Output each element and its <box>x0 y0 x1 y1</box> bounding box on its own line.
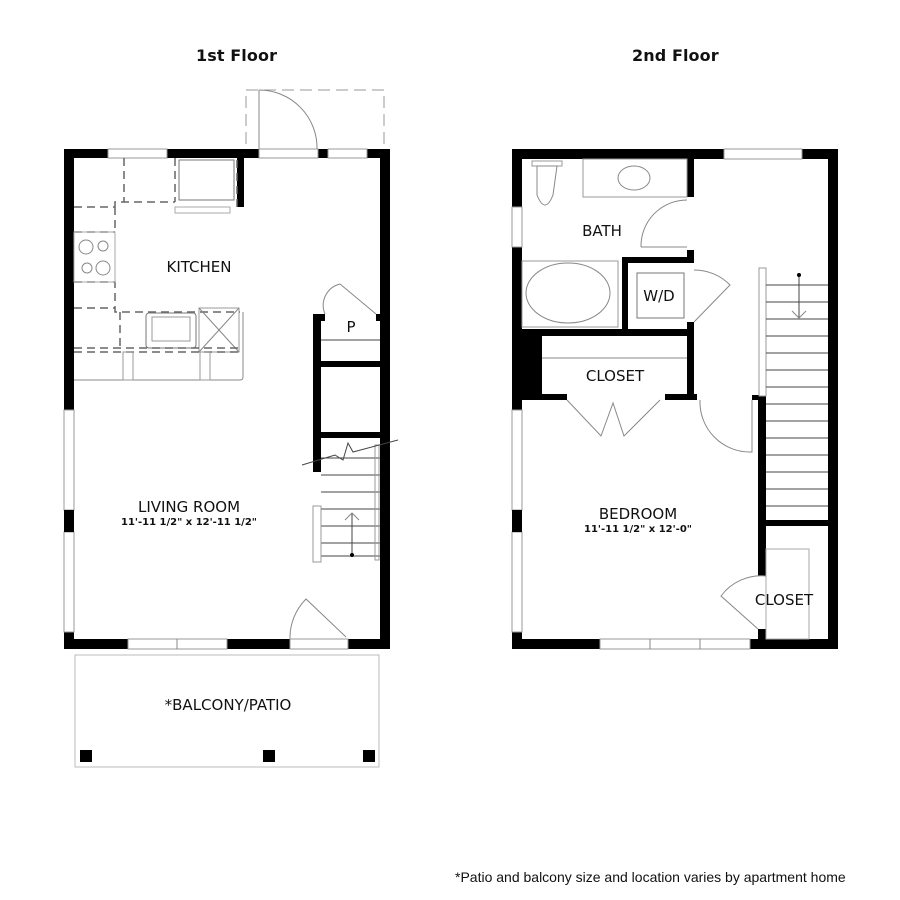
first-floor-plan: KITCHEN P LIVING ROOM 11'-11 1/2" x 12'-… <box>63 89 399 768</box>
entry-door <box>245 89 385 151</box>
second-floor-plan: BATH W/D CLOSET BEDROOM 11'-11 1/2" x 12… <box>511 148 838 650</box>
kitchen-label: KITCHEN <box>167 258 232 276</box>
wall <box>64 149 74 649</box>
staircase-up <box>301 439 399 563</box>
living-room-label: LIVING ROOM <box>138 498 240 516</box>
bedroom-label: BEDROOM <box>599 505 677 523</box>
bedroom-dimensions: 11'-11 1/2" x 12'-0" <box>584 524 692 535</box>
footnote: *Patio and balcony size and location var… <box>455 869 846 885</box>
living-room-dimensions: 11'-11 1/2" x 12'-11 1/2" <box>121 517 257 528</box>
kitchen-counters <box>73 158 244 381</box>
balcony-label: *BALCONY/PATIO <box>165 696 292 714</box>
hall-closet-label: CLOSET <box>586 367 645 385</box>
balcony-patio <box>74 654 380 768</box>
bath-fixtures <box>521 158 688 328</box>
second-floor-title: 2nd Floor <box>632 46 719 65</box>
first-floor-title: 1st Floor <box>196 46 278 65</box>
bedroom-closet-label: CLOSET <box>755 591 814 609</box>
bath-label: BATH <box>582 222 622 240</box>
staircase-down <box>752 267 838 526</box>
pantry-label: P <box>346 318 355 336</box>
washer-dryer-label: W/D <box>643 287 674 305</box>
